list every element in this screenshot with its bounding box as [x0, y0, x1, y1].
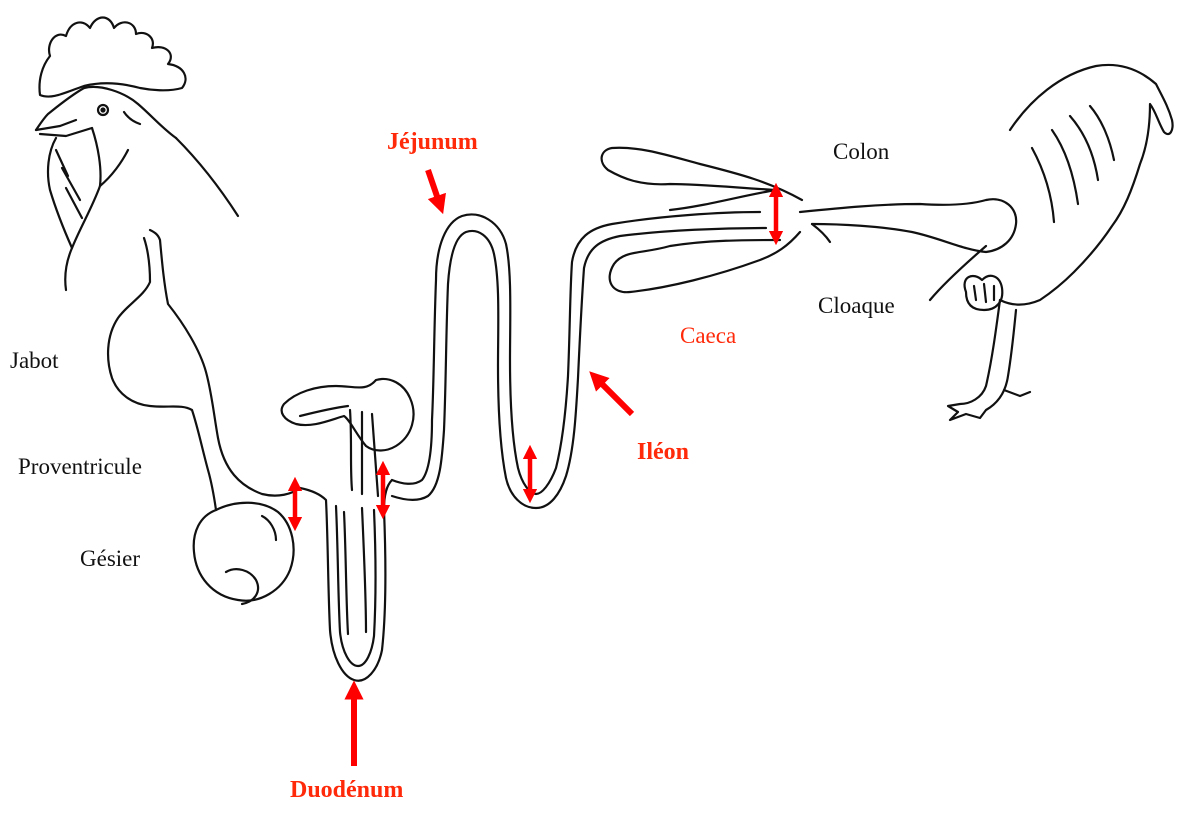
- pancreas-drawing: [282, 379, 414, 451]
- small-intestine-drawing: [392, 212, 766, 508]
- boundary-markers: [295, 190, 776, 524]
- label-cloaque: Cloaque: [818, 294, 895, 317]
- label-jabot: Jabot: [10, 349, 59, 372]
- segment-arrows: [354, 170, 632, 766]
- label-gesier: Gésier: [80, 547, 140, 570]
- label-proventricule: Proventricule: [18, 455, 142, 478]
- gizzard-drawing: [194, 503, 294, 604]
- label-duodenum: Duodénum: [290, 778, 403, 802]
- label-jejunum: Jéjunum: [387, 130, 478, 154]
- label-ileon: Iléon: [637, 440, 689, 464]
- ileon-arrow-icon: [596, 378, 632, 414]
- rooster-tail-drawing: [948, 65, 1173, 420]
- label-colon: Colon: [833, 140, 889, 163]
- label-caeca: Caeca: [680, 324, 736, 347]
- rooster-head-drawing: [36, 18, 238, 291]
- jejunum-arrow-icon: [428, 170, 440, 205]
